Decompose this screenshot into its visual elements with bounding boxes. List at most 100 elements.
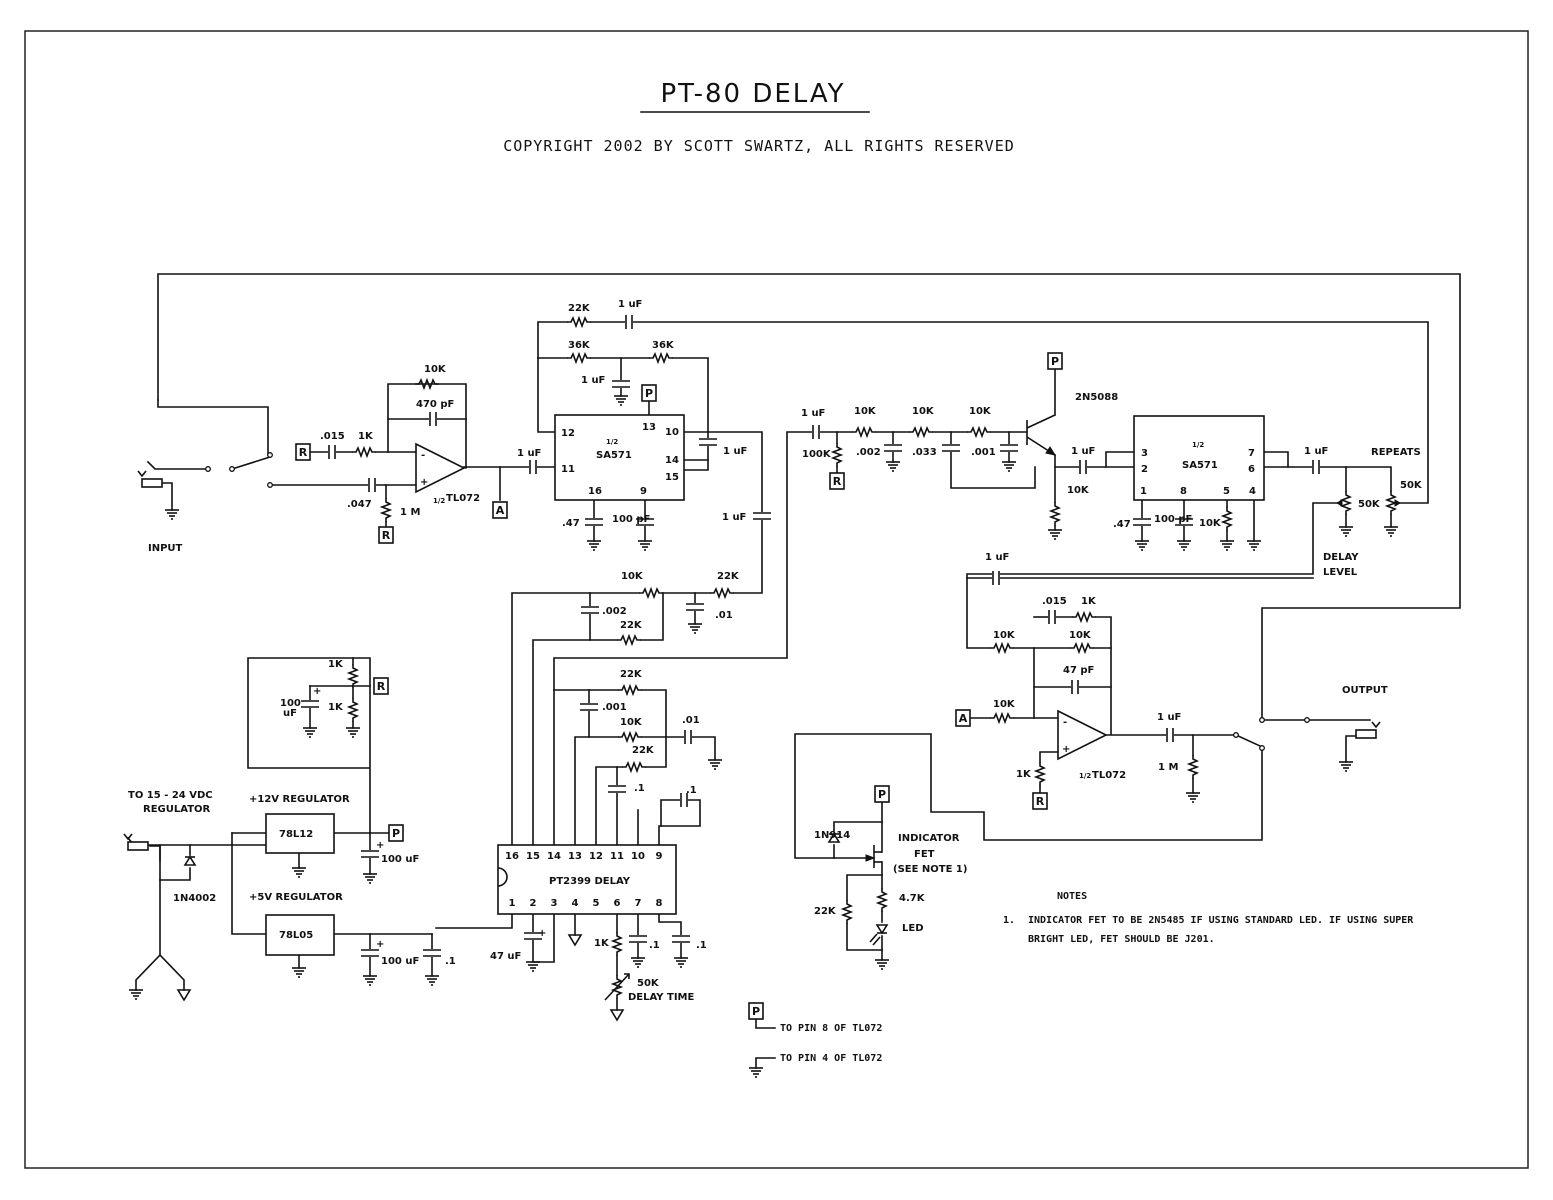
feedback-cap-value: 470 pF <box>416 399 454 410</box>
pt2399-top-pin: 12 <box>589 851 603 862</box>
sa571-1-36k-a: 36K <box>568 340 591 351</box>
out-r <box>1186 755 1200 779</box>
cap-gap <box>883 444 903 452</box>
lp-c2 <box>941 444 961 452</box>
input-switch-lever <box>230 455 272 471</box>
input-switch-loop-wire <box>157 399 269 456</box>
pt2399-pin6-resistor: 1K <box>594 938 610 949</box>
filter1-r2 <box>710 586 734 600</box>
indicator-fet-icon <box>865 845 882 868</box>
legend-p-wire <box>755 1017 776 1029</box>
input-resistor-value: 1K <box>358 431 374 442</box>
indicator-fet-line2: FET <box>914 849 935 860</box>
net-tag-box <box>641 384 657 402</box>
net-tag-text: P <box>645 387 653 400</box>
cap-gap <box>1166 727 1174 743</box>
pt2399-bottom-pin: 2 <box>530 898 537 909</box>
net-tag-box <box>373 677 389 695</box>
cap-gap <box>1071 679 1079 695</box>
out-in-cap: 1 uF <box>985 552 1009 563</box>
out-fb-r1: 1K <box>1081 596 1097 607</box>
net-tag-text: R <box>833 475 842 488</box>
r-tag: R <box>1032 792 1048 810</box>
input-cap <box>328 444 336 460</box>
pt2399-bottom-pin: 1 <box>509 898 516 909</box>
output-jack-sleeve-wire <box>1345 735 1357 763</box>
power-jack-line1: TO 15 - 24 VDC <box>128 790 213 801</box>
plus-sign: + <box>420 477 428 488</box>
lp-r2: 10K <box>912 406 935 417</box>
sa571-2-out-cap: 1 uF <box>1304 446 1328 457</box>
cap-gap <box>752 512 772 520</box>
net-tag-box <box>1047 352 1063 370</box>
reference-loop <box>247 657 371 834</box>
lp-in-cap: 1 uF <box>801 408 825 419</box>
lp-bias-resistor <box>830 443 844 467</box>
fet-gate-arrow <box>865 854 876 862</box>
compander-1-labels: 22K 1 uF 36K 36K 1 uF 1 uF 1 uF .47 100 … <box>561 299 747 529</box>
sheet-border <box>24 30 1529 1169</box>
gate-r-to-gnd <box>846 923 883 951</box>
pt2399-bottom-pin: 3 <box>551 898 558 909</box>
sa571-2-fraction: 1/2 <box>1192 441 1204 449</box>
lp-r2 <box>909 425 933 439</box>
collector <box>1026 414 1056 429</box>
out-delay-in-resistor: 10K <box>993 630 1016 641</box>
emitter-resistor: 10K <box>1067 485 1090 496</box>
cap-gap <box>685 603 705 611</box>
pin8-cap <box>671 935 691 943</box>
bias-resistor-value: 1 M <box>400 507 420 518</box>
output-stage-labels: 1 uF .015 1K 10K 10K 47 pF 10K 1K 1/2 TL… <box>985 552 1388 781</box>
pt2399-pin7-cap: .1 <box>649 940 660 951</box>
filter-1-c1: .002 <box>602 606 627 617</box>
a-tag: A <box>492 501 508 519</box>
filter1-r1 <box>639 586 663 600</box>
p-tag: P <box>388 824 404 842</box>
cap-gap <box>941 444 961 452</box>
jack-sleeve <box>1355 729 1377 739</box>
indicator-gate-resistor <box>840 900 854 924</box>
sa571-2-pin1-cap <box>1132 518 1152 526</box>
bias-resistor <box>379 498 393 522</box>
sa571-1-fraction: 1/2 <box>606 438 618 446</box>
legend: TO PIN 8 OF TL072 TO PIN 4 OF TL072 <box>780 1023 882 1064</box>
r-tag: R <box>829 472 845 490</box>
filter1-to-pin16 <box>511 592 640 846</box>
transistor-2n5088 <box>1026 414 1057 456</box>
opamp-1-fraction: 1/2 <box>433 497 445 505</box>
cap-gap <box>625 314 633 330</box>
36k-resistor-b <box>649 351 673 365</box>
filter2-c1 <box>579 703 599 711</box>
cap-gap <box>584 518 604 526</box>
net-tag-text: R <box>382 529 391 542</box>
ground-icon <box>638 540 652 551</box>
ground-icon <box>1247 540 1261 551</box>
filter-1-r3: 22K <box>620 620 643 631</box>
power-sleeve-split <box>158 953 185 991</box>
net-tag-text: P <box>1051 355 1059 368</box>
reg12-part: 78L12 <box>279 829 313 840</box>
top-22k-resistor <box>567 315 591 329</box>
ground-icon <box>165 509 179 520</box>
sa571-1-pin16-cap: .47 <box>562 518 580 529</box>
opamp-1-out-cap-value: 1 uF <box>517 448 541 459</box>
filter2-r3 <box>622 760 646 774</box>
power-jack-line2: REGULATOR <box>143 804 211 815</box>
pin14-to-lp-input <box>553 431 813 846</box>
cap-gap <box>429 411 437 427</box>
sa571-2-pin-6: 6 <box>1248 464 1255 475</box>
net-tag-box <box>492 501 508 519</box>
filter1-r3 <box>617 633 641 647</box>
pin2-cap-bottom <box>532 913 555 963</box>
output-switch-lever <box>1234 733 1262 748</box>
reg5-label: +5V REGULATOR <box>249 892 343 903</box>
ref-cap-line1: 100 <box>280 698 301 709</box>
net-tag-box <box>874 785 890 803</box>
cap-gap <box>1174 518 1194 526</box>
switch-contact <box>1304 717 1310 723</box>
cap-gap <box>300 700 320 708</box>
filter2-r1-out <box>641 689 667 768</box>
filter-1-labels: 10K 22K 22K .002 .01 <box>602 571 740 631</box>
